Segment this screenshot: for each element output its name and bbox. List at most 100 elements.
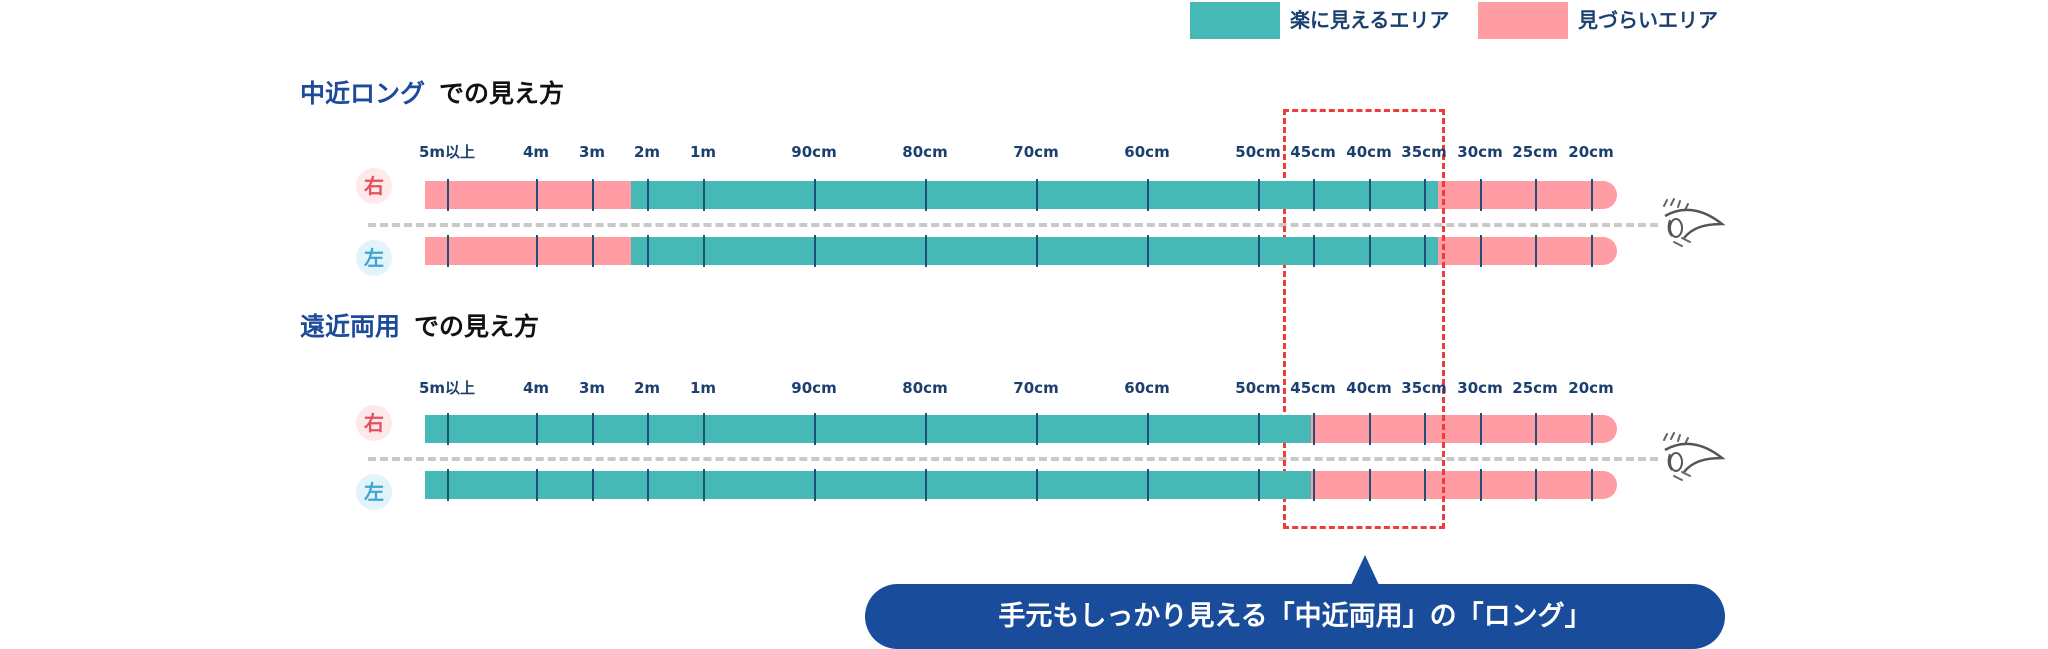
tick-label: 35cm — [1401, 143, 1447, 161]
tick-label: 60cm — [1124, 143, 1170, 161]
tick-label: 70cm — [1013, 379, 1059, 397]
bar-tick — [1591, 469, 1593, 501]
bar-tick — [1036, 179, 1038, 211]
bar-tick — [814, 179, 816, 211]
bar-tick — [1258, 179, 1260, 211]
bar-tick — [1147, 235, 1149, 267]
legend-swatch-hard — [1478, 2, 1568, 39]
center-dashed-line-1 — [368, 223, 1658, 227]
bar-tick — [814, 235, 816, 267]
bar-tick — [447, 469, 449, 501]
tick-label: 60cm — [1124, 379, 1170, 397]
legend-label-hard: 見づらいエリア — [1578, 8, 1718, 32]
easy-segment — [425, 471, 1311, 499]
tick-label: 80cm — [902, 379, 948, 397]
bar-tick — [925, 413, 927, 445]
bar-tick — [1424, 179, 1426, 211]
bar-tick — [1313, 235, 1315, 267]
bar-tick — [592, 413, 594, 445]
bar-tick — [1369, 235, 1371, 267]
legend-label-easy: 楽に見えるエリア — [1290, 8, 1450, 32]
center-dashed-line-2 — [368, 457, 1658, 461]
tick-label: 90cm — [791, 143, 837, 161]
tick-label: 1m — [689, 379, 717, 397]
tick-label: 4m — [522, 143, 550, 161]
bar-tick — [647, 235, 649, 267]
bar-tick — [1313, 413, 1315, 445]
tick-label: 20cm — [1568, 379, 1614, 397]
tick-label: 2m — [633, 143, 661, 161]
bar-tick — [1535, 179, 1537, 211]
bar-tick — [1369, 179, 1371, 211]
tick-label: 40cm — [1346, 379, 1392, 397]
easy-segment — [631, 181, 1438, 209]
tick-label: 20cm — [1568, 143, 1614, 161]
bar-tick — [1258, 413, 1260, 445]
bar-tick — [447, 235, 449, 267]
bar-tick — [1147, 469, 1149, 501]
tick-label: 90cm — [791, 379, 837, 397]
section-2-lens-label: 遠近両用 — [300, 312, 401, 341]
bar-tick — [814, 413, 816, 445]
bar-tick — [1036, 469, 1038, 501]
bar-tick — [1369, 469, 1371, 501]
tick-label: 3m — [578, 379, 606, 397]
bar-tick — [647, 469, 649, 501]
callout-pointer — [1351, 555, 1379, 585]
section-1-suffix: での見え方 — [439, 79, 565, 108]
section-title-2: 遠近両用での見え方 — [300, 311, 539, 343]
section-title-1: 中近ロングでの見え方 — [300, 78, 564, 110]
bar-tick — [1591, 179, 1593, 211]
bar-tick — [536, 469, 538, 501]
bar-tick — [925, 235, 927, 267]
bar-tick — [1424, 469, 1426, 501]
right-eye-badge-2: 右 — [356, 405, 392, 441]
section-1-lens-label: 中近ロング — [300, 79, 426, 108]
bar-tick — [447, 179, 449, 211]
tick-label: 45cm — [1290, 379, 1336, 397]
bar-tick — [703, 469, 705, 501]
bar-tick — [592, 235, 594, 267]
bar-tick — [1147, 413, 1149, 445]
callout-banner: 手元もしっかり見える「中近両用」の「ロング」 — [865, 584, 1725, 649]
bar-tick — [647, 179, 649, 211]
bar-tick — [703, 235, 705, 267]
highlight-box — [1283, 109, 1445, 529]
tick-label: 45cm — [1290, 143, 1336, 161]
bar-tick — [1424, 235, 1426, 267]
bar-tick — [1313, 179, 1315, 211]
tick-label: 30cm — [1457, 143, 1503, 161]
bar-tick — [1480, 413, 1482, 445]
bar-tick — [536, 235, 538, 267]
right-eye-badge-1: 右 — [356, 168, 392, 204]
left-eye-badge-1: 左 — [356, 240, 392, 276]
eye-icon — [1663, 198, 1726, 247]
bar-tick — [1535, 469, 1537, 501]
tick-label: 2m — [633, 379, 661, 397]
bar-tick — [1480, 179, 1482, 211]
tick-label: 25cm — [1512, 143, 1558, 161]
legend-swatch-easy — [1190, 2, 1280, 39]
bar-tick — [1591, 235, 1593, 267]
bar-tick — [925, 469, 927, 501]
tick-label: 70cm — [1013, 143, 1059, 161]
easy-segment — [425, 415, 1311, 443]
bar-tick — [1369, 413, 1371, 445]
left-eye-badge-2: 左 — [356, 474, 392, 510]
tick-label: 25cm — [1512, 379, 1558, 397]
tick-label: 5m以上 — [418, 143, 476, 161]
bar-tick — [447, 413, 449, 445]
tick-label: 5m以上 — [418, 379, 476, 397]
easy-segment — [631, 237, 1438, 265]
bar-tick — [1480, 235, 1482, 267]
bar-tick — [1535, 413, 1537, 445]
bar-tick — [1036, 413, 1038, 445]
bar-tick — [814, 469, 816, 501]
bar-tick — [1535, 235, 1537, 267]
bar-tick — [1313, 469, 1315, 501]
bar-tick — [1258, 469, 1260, 501]
tick-label: 30cm — [1457, 379, 1503, 397]
tick-label: 3m — [578, 143, 606, 161]
tick-label: 4m — [522, 379, 550, 397]
bar-tick — [1480, 469, 1482, 501]
